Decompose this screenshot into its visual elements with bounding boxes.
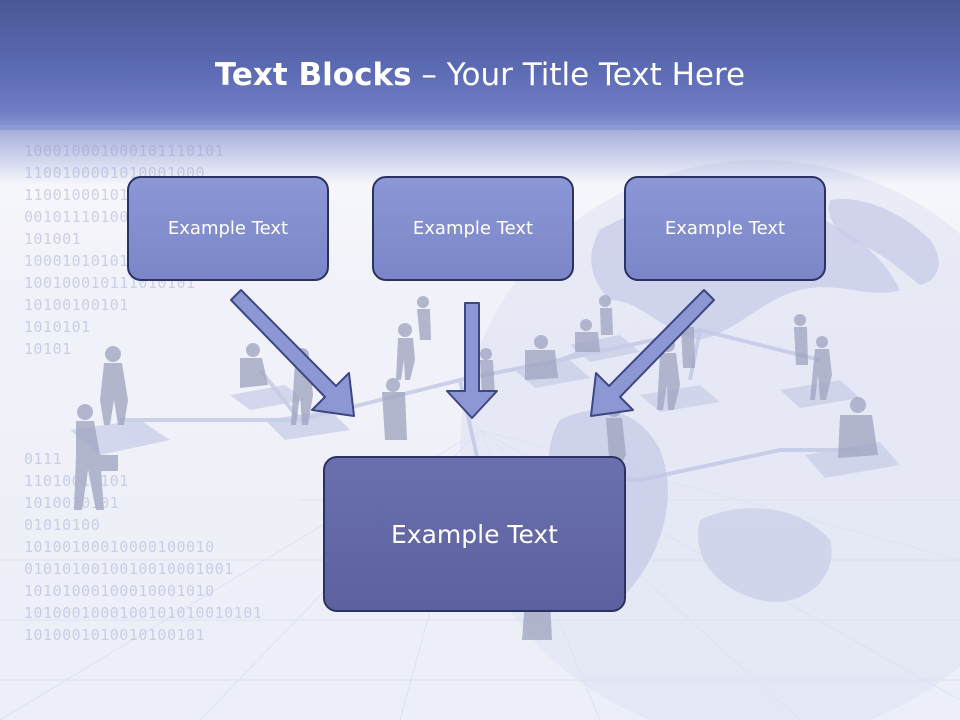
slide-title[interactable]: Text Blocks – Your Title Text Here: [0, 52, 960, 98]
slide-title-bold: Text Blocks: [214, 57, 412, 93]
text-block-3-label: Example Text: [664, 218, 786, 239]
text-block-1[interactable]: Example Text: [127, 176, 329, 281]
target-text-block-label: Example Text: [391, 519, 558, 549]
down-arrow-icon: [446, 302, 498, 419]
target-text-block[interactable]: Example Text: [323, 456, 626, 612]
text-block-1-label: Example Text: [167, 218, 289, 239]
diagonal-arrow-icon: [230, 289, 355, 417]
slide-title-rest: – Your Title Text Here: [411, 57, 746, 93]
diagonal-arrow-icon: [590, 289, 715, 417]
text-block-2[interactable]: Example Text: [372, 176, 574, 281]
title-bar: [0, 0, 960, 130]
text-block-2-label: Example Text: [412, 218, 534, 239]
text-block-3[interactable]: Example Text: [624, 176, 826, 281]
title-bar-fade: [0, 125, 960, 185]
